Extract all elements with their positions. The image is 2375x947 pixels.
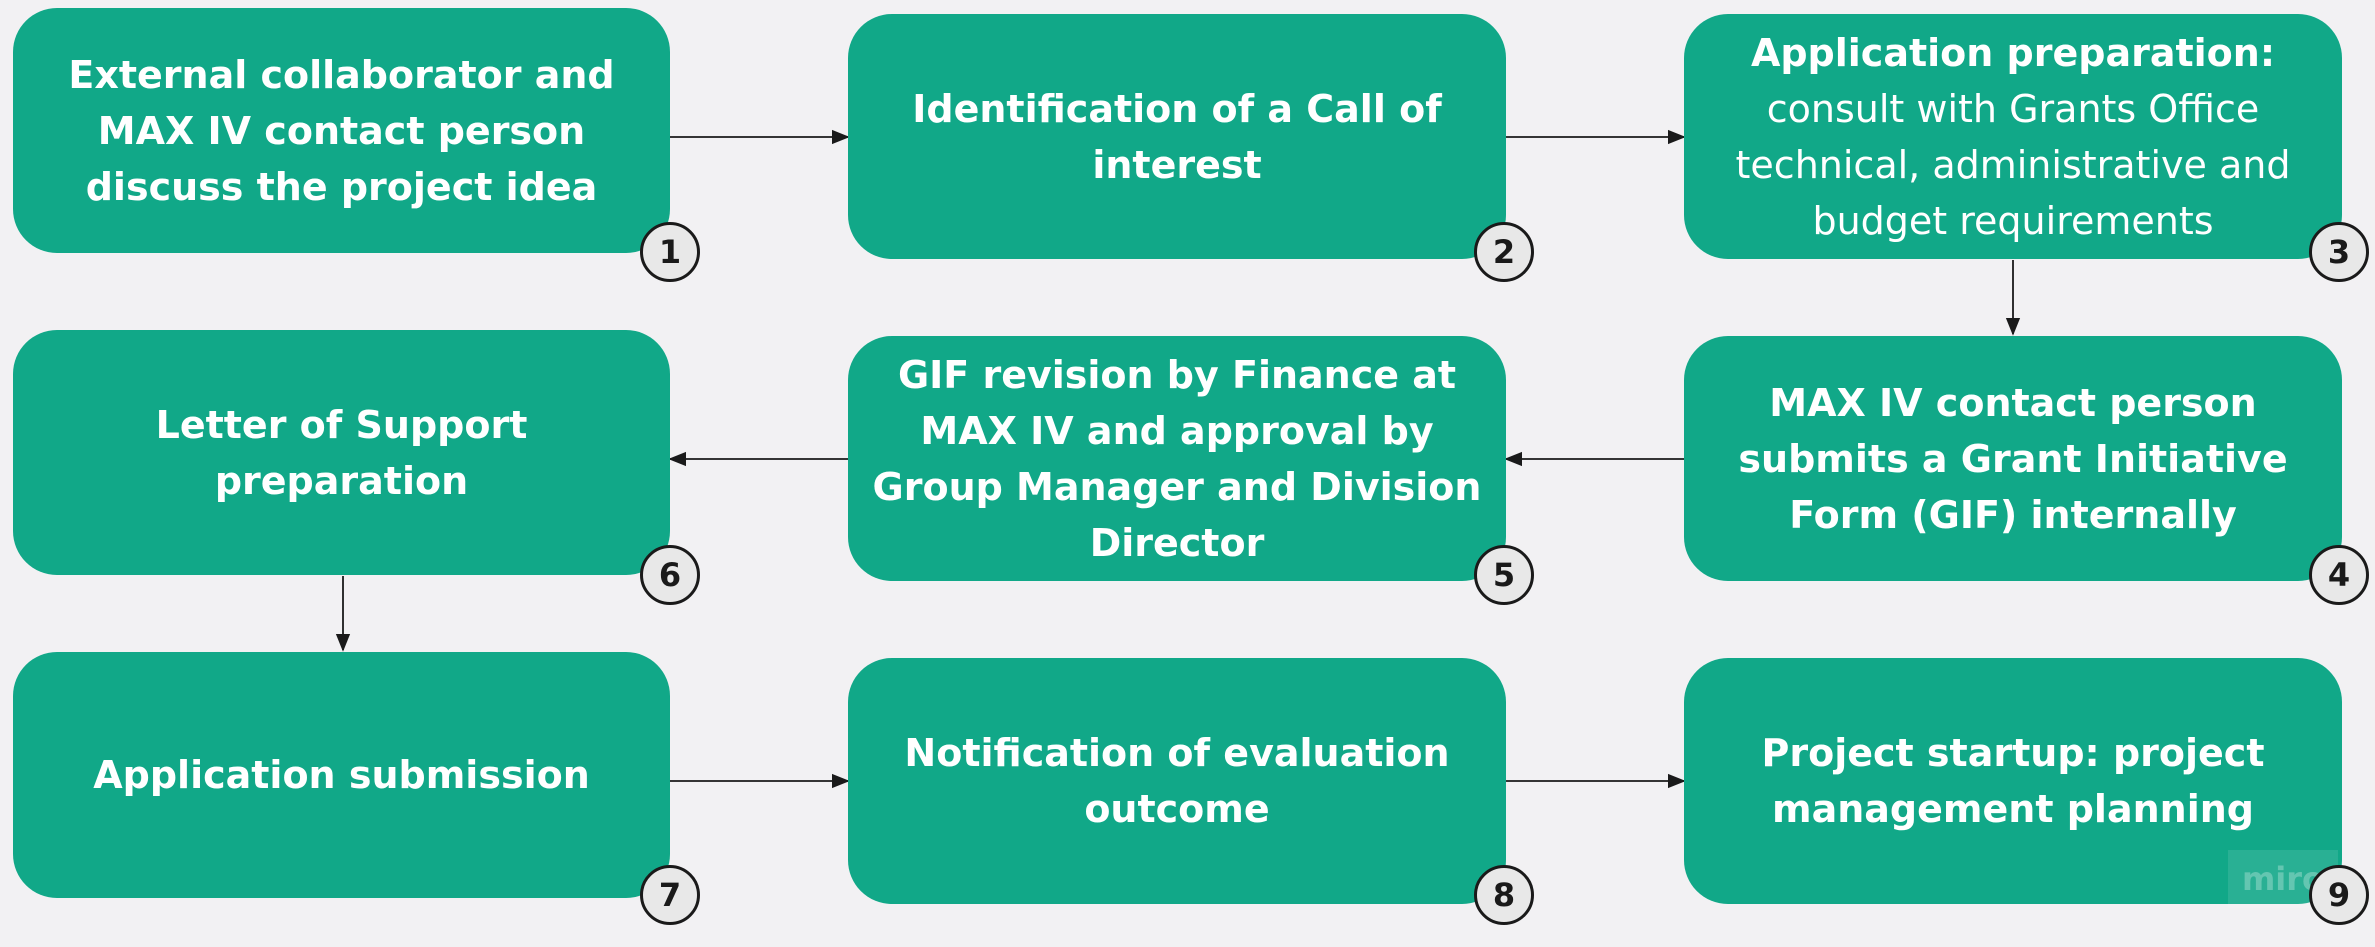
step-4-box: MAX IV contact person submits a Grant In…	[1684, 336, 2342, 581]
step-2-text: Identification of a Call of interest	[912, 86, 1442, 187]
step-7-number-badge: 7	[640, 865, 700, 925]
step-5-box: GIF revision by Finance at MAX IV and ap…	[848, 336, 1506, 581]
step-1-box: External collaborator and MAX IV contact…	[13, 8, 670, 253]
step-9-box: Project startup: project management plan…	[1684, 658, 2342, 904]
step-7-text: Application submission	[93, 753, 590, 797]
step-1-number-badge: 1	[640, 222, 700, 282]
step-3-number-badge: 3	[2309, 222, 2369, 282]
step-3-box: Application preparation: consult with Gr…	[1684, 14, 2342, 259]
step-3-title: Application preparation:	[1750, 30, 2276, 75]
step-8-box: Notification of evaluation outcome	[848, 658, 1506, 904]
step-2-number-badge: 2	[1474, 222, 1534, 282]
step-8-number-badge: 8	[1474, 865, 1534, 925]
step-4-text: MAX IV contact person submits a Grant In…	[1738, 380, 2288, 537]
step-3-text: Application preparation: consult with Gr…	[1706, 25, 2320, 249]
step-7-box: Application submission	[13, 652, 670, 898]
step-1-text: External collaborator and MAX IV contact…	[68, 52, 615, 209]
step-5-number-badge: 5	[1474, 545, 1534, 605]
step-4-number-badge: 4	[2309, 545, 2369, 605]
step-6-box: Letter of Support preparation	[13, 330, 670, 575]
step-3-description: consult with Grants Office technical, ad…	[1735, 86, 2291, 243]
step-5-text: GIF revision by Finance at MAX IV and ap…	[872, 352, 1482, 565]
step-2-box: Identification of a Call of interest	[848, 14, 1506, 259]
step-9-text: Project startup: project management plan…	[1761, 731, 2265, 831]
step-8-text: Notification of evaluation outcome	[904, 731, 1450, 831]
step-6-text: Letter of Support preparation	[155, 402, 528, 503]
step-9-number-badge: 9	[2309, 865, 2369, 925]
step-6-number-badge: 6	[640, 545, 700, 605]
